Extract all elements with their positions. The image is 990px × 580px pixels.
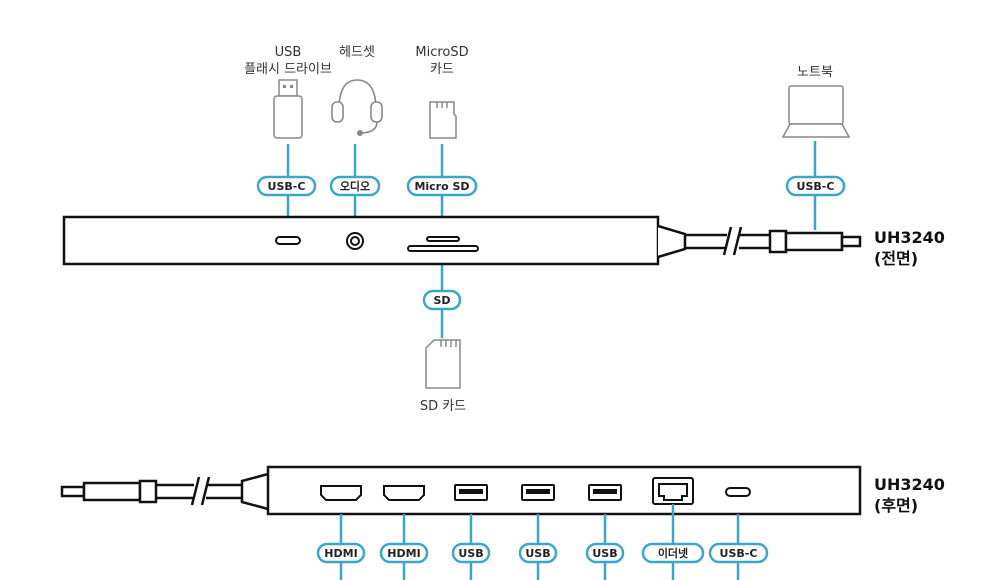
micro-sd-slot	[426, 236, 460, 242]
sd-card-icon	[425, 339, 461, 389]
headset-icon	[331, 79, 383, 136]
rear-port-label-ethernet: 이더넷	[658, 546, 688, 560]
usb-c-port	[275, 236, 301, 245]
hub-rear-body	[266, 465, 862, 516]
sd-port-pill: SD	[422, 289, 462, 311]
laptop-icon	[781, 85, 851, 138]
rear-port-label-hdmi-1: HDMI	[324, 547, 357, 560]
rear-port-pill-usb-2: USB	[518, 542, 558, 564]
micro-sd-port-pill: Micro SD	[406, 175, 478, 197]
usb-a-port-3	[588, 484, 622, 501]
rear-view: HDMI HDMI USB USB USB 이더넷 USB-C UH3240 (…	[60, 465, 945, 580]
laptop-label: 노트북	[797, 65, 833, 80]
hub-front-body	[62, 215, 660, 266]
front-title: UH3240	[874, 228, 945, 247]
usb-flash-drive-icon	[273, 79, 303, 139]
usb-flash-label-line2: 플래시 드라이브	[244, 62, 332, 77]
rear-port-pill-usb-1: USB	[451, 542, 491, 564]
rear-port-label-usb-c: USB-C	[720, 547, 758, 560]
micro-sd-port-label: Micro SD	[414, 180, 469, 193]
rear-port-pill-hdmi-2: HDMI	[379, 542, 429, 564]
front-subtitle: (전면)	[874, 249, 918, 268]
rear-cable	[60, 472, 269, 511]
rear-subtitle: (후면)	[874, 496, 918, 515]
rear-port-label-usb-1: USB	[458, 547, 483, 560]
rear-port-label-hdmi-2: HDMI	[387, 547, 420, 560]
usb-flash-label-line1: USB	[275, 45, 302, 60]
rear-port-pill-ethernet: 이더넷	[641, 542, 705, 564]
ethernet-port	[652, 477, 694, 505]
rear-title: UH3240	[874, 475, 945, 494]
rear-port-label-usb-2: USB	[525, 547, 550, 560]
hdmi-port-1	[320, 485, 362, 501]
usb-c-port-pill: USB-C	[256, 175, 317, 197]
rear-port-pill-usb-c: USB-C	[708, 542, 769, 564]
sd-port-label: SD	[433, 294, 450, 307]
rear-connector-lines	[339, 504, 740, 580]
sd-card-label: SD 카드	[420, 399, 466, 414]
audio-port-label: 오디오	[340, 179, 370, 193]
headset-label: 헤드셋	[339, 45, 375, 60]
usb-c-port-label: USB-C	[268, 180, 306, 193]
usb-a-port-1	[454, 484, 488, 501]
audio-port-pill: 오디오	[329, 175, 381, 197]
rear-port-pill-usb-3: USB	[585, 542, 625, 564]
host-usb-c-port-label: USB-C	[797, 180, 835, 193]
sd-slot	[407, 245, 479, 252]
rear-port-label-usb-3: USB	[592, 547, 617, 560]
microsd-card-icon	[429, 101, 457, 139]
microsd-label-line1: MicroSD	[415, 45, 468, 60]
microsd-label-line2: 카드	[430, 62, 454, 77]
front-cable	[657, 224, 862, 259]
usb-a-port-2	[521, 484, 555, 501]
front-view: USB 플래시 드라이브 헤드셋 MicroSD 카드 노트북	[62, 45, 945, 414]
rear-port-pill-hdmi-1: HDMI	[316, 542, 366, 564]
host-usb-c-port-pill: USB-C	[785, 175, 846, 197]
hdmi-port-2	[383, 485, 425, 501]
rear-usb-c-port	[725, 487, 751, 497]
